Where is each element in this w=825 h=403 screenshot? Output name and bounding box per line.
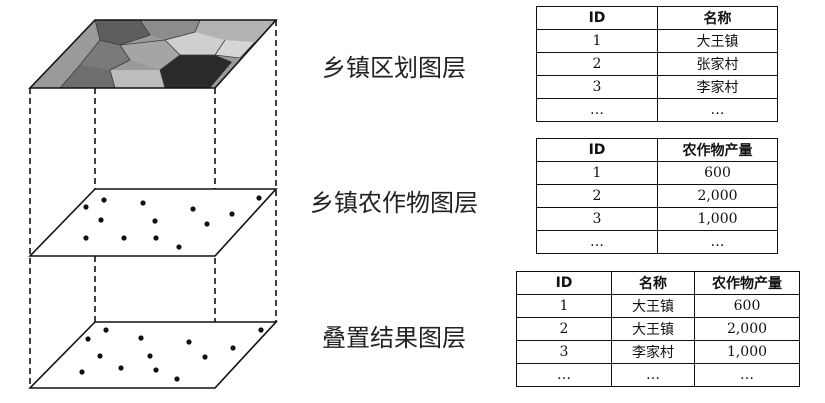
table-row: 1 大王镇 600 [516, 294, 800, 318]
crop-point [256, 195, 262, 201]
table-row: 2 张家村 [536, 52, 778, 76]
table-header-cell: 名称 [657, 6, 778, 30]
table-cell: … [611, 363, 695, 387]
table-cell: 2 [516, 317, 612, 341]
overlay-point [97, 353, 103, 359]
table-header-cell: 名称 [611, 271, 695, 295]
table-header-row: ID 名称 农作物产量 [516, 271, 800, 295]
crop-point [152, 218, 158, 224]
table-cell: 1 [536, 29, 658, 53]
table-cell: 张家村 [657, 52, 778, 76]
table-header-row: ID 名称 [536, 6, 778, 30]
table-row: 1 大王镇 [536, 29, 778, 53]
table-cell: 3 [516, 340, 612, 364]
crop-point [204, 221, 210, 227]
crop-point [176, 244, 182, 250]
table-cell: 1 [536, 161, 658, 185]
table-cell: 3 [536, 75, 658, 99]
overlay-layer-label: 叠置结果图层 [322, 324, 466, 352]
table-cell: … [516, 363, 612, 387]
crop-point [83, 204, 89, 210]
table-cell: 3 [536, 207, 658, 231]
table-cell: 2,000 [657, 184, 778, 208]
overlay-point [202, 354, 208, 360]
table-row: 3 1,000 [536, 207, 778, 231]
table-cell: 600 [694, 294, 800, 318]
table-cell: 2,000 [694, 317, 800, 341]
map-region [110, 70, 165, 88]
table-header-cell: 农作物产量 [657, 138, 778, 162]
table-row: 2 大王镇 2,000 [516, 317, 800, 341]
township-layer-label: 乡镇区划图层 [322, 54, 466, 82]
map-region [60, 65, 115, 88]
crop-point [98, 217, 104, 223]
crop-layer-label: 乡镇农作物图层 [310, 189, 478, 217]
overlay-point [186, 339, 192, 345]
overlay-result-layer [28, 321, 278, 389]
crop-point [153, 235, 159, 241]
table-cell: … [536, 98, 658, 122]
crop-point [83, 235, 89, 241]
table-cell: 大王镇 [657, 29, 778, 53]
overlay-point [79, 369, 85, 375]
crop-attribute-table: ID 农作物产量 1 600 2 2,000 3 1,000 … … [536, 138, 778, 254]
table-header-cell: ID [516, 271, 612, 295]
table-header-row: ID 农作物产量 [536, 138, 778, 162]
table-row: 1 600 [536, 161, 778, 185]
table-cell: 大王镇 [611, 294, 695, 318]
table-cell: … [657, 230, 778, 254]
map-region [195, 20, 276, 42]
table-header-cell: ID [536, 6, 658, 30]
map-region [120, 40, 180, 70]
overlay-point [138, 335, 144, 341]
map-region [215, 40, 255, 58]
table-cell: … [536, 230, 658, 254]
overlay-point [85, 336, 91, 342]
crop-points [83, 195, 262, 250]
township-map-layer [30, 20, 276, 88]
crop-point [190, 206, 196, 212]
overlay-point [230, 345, 236, 351]
table-cell: 李家村 [657, 75, 778, 99]
map-region [160, 55, 232, 88]
township-attribute-table: ID 名称 1 大王镇 2 张家村 3 李家村 … … [536, 6, 778, 122]
table-cell: … [694, 363, 800, 387]
table-cell: 600 [657, 161, 778, 185]
overlay-point [258, 327, 264, 333]
crop-point [101, 197, 107, 203]
table-row: … … [536, 230, 778, 254]
map-region [95, 20, 150, 45]
table-cell: 2 [536, 184, 658, 208]
table-row: … … … [516, 363, 800, 387]
table-row: … … [536, 98, 778, 122]
crop-point [140, 200, 146, 206]
table-cell: 大王镇 [611, 317, 695, 341]
table-cell: 1,000 [694, 340, 800, 364]
table-row: 3 李家村 1,000 [516, 340, 800, 364]
table-cell: … [657, 98, 778, 122]
table-cell: 2 [536, 52, 658, 76]
table-row: 2 2,000 [536, 184, 778, 208]
overlay-point [118, 365, 124, 371]
overlay-point [153, 367, 159, 373]
map-region [80, 40, 130, 70]
overlay-attribute-table: ID 名称 农作物产量 1 大王镇 600 2 大王镇 2,000 3 李家村 … [516, 271, 800, 387]
township-map-outline [28, 19, 278, 89]
table-cell: 1 [516, 294, 612, 318]
table-header-cell: ID [536, 138, 658, 162]
overlay-point [103, 327, 109, 333]
map-region [140, 20, 200, 40]
crop-point [229, 211, 235, 217]
crop-point [121, 235, 127, 241]
overlay-point [174, 376, 180, 382]
overlay-point [147, 353, 153, 359]
table-header-cell: 农作物产量 [694, 271, 800, 295]
table-row: 3 李家村 [536, 75, 778, 99]
table-cell: 李家村 [611, 340, 695, 364]
map-region [165, 32, 225, 55]
overlay-points [79, 327, 264, 382]
table-cell: 1,000 [657, 207, 778, 231]
